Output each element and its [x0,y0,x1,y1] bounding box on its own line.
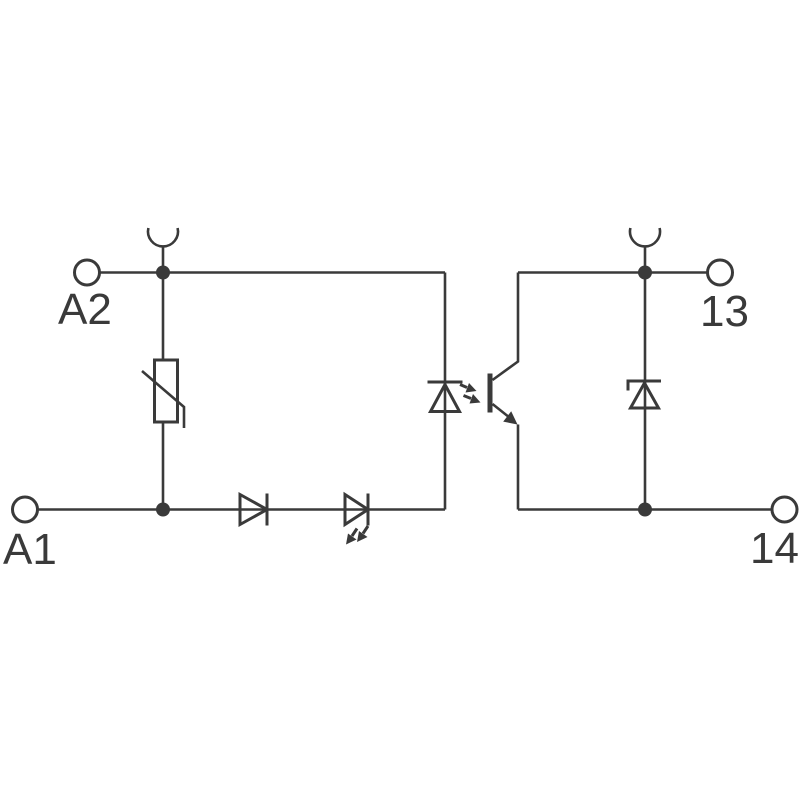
phototransistor-icon [487,272,520,510]
terminal-a1-circle [11,495,39,524]
opto-arrow-head [469,394,481,404]
terminal-14-circle [770,495,799,524]
terminals [11,258,799,524]
opto-led-triangle [427,381,463,413]
led-arrow-head [346,533,357,545]
terminal-a1-label: A1 [3,525,57,574]
plug-contact-left-icon [146,227,180,248]
diode-triangle [238,491,271,528]
terminal-labels: A2 A1 13 14 [3,285,799,574]
opto-arrow-line [462,394,472,400]
plug-arc-icon [628,227,662,248]
junction-dots [156,265,652,517]
plug-arc-icon [146,227,180,248]
plug-contact-right-icon [628,227,662,248]
zener-cathode-bar [626,379,661,391]
led-arrow-head [357,531,368,542]
junction-dot [156,502,170,517]
terminal-13-label: 13 [700,287,749,336]
varistor-stroke [141,370,186,428]
junction-dot [156,265,170,280]
opto-light-arrows-icon [459,383,481,404]
opto-arrow-head [465,383,477,393]
led-light-arrows-icon [346,525,370,545]
opto-arrow-line [459,383,468,389]
optocoupler-led-icon [427,380,481,413]
terminal-14-label: 14 [750,524,799,573]
led-arrow-line [350,527,359,537]
transistor-collector [491,272,520,382]
transistor-emitter-arrow-icon [503,411,518,425]
junction-dot [638,502,652,517]
diode-icon [238,491,271,528]
led-icon [343,491,371,545]
terminal-a2-circle [73,258,101,287]
zener-triangle [627,379,662,410]
led-arrow-line [361,525,370,535]
led-triangle [343,491,371,528]
wires [37,246,772,511]
varistor-icon [141,358,186,428]
junction-dot [638,265,652,280]
terminal-13-circle [706,258,734,287]
transistor-emitter [491,402,511,419]
zener-diode-icon [626,379,662,410]
terminal-a2-label: A2 [58,285,112,334]
